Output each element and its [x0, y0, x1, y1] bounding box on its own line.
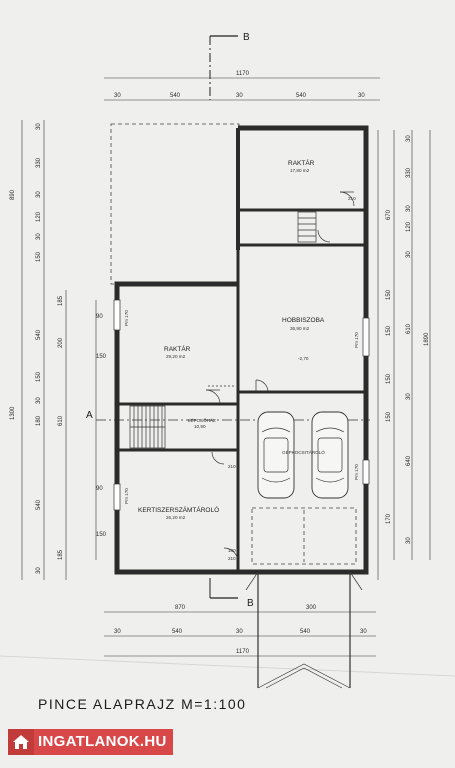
staircase — [129, 405, 166, 449]
dim-left-30d: 30 — [36, 397, 42, 404]
dim-bottom-30a: 30 — [114, 629, 121, 635]
room-gepkocsi: GÉPKOCSITÁROLÓ — [282, 449, 325, 455]
room-raktar-top-area: 17,80 m2 — [290, 168, 310, 173]
room-lepcsohaz-area: 10,90 — [194, 424, 206, 429]
dim-top-540a: 540 — [170, 93, 181, 99]
dim-right-30d: 30 — [406, 393, 412, 400]
dim-left-120: 120 — [36, 211, 42, 222]
dim-left-185b: 185 — [58, 549, 64, 560]
watermark-text: INGATLANOK.HU — [34, 729, 173, 755]
dim-right-150e: 150 — [386, 411, 392, 422]
note-window-pm-d: Pm 170 — [354, 464, 359, 480]
dim-top-540b: 540 — [296, 93, 307, 99]
ramp — [245, 571, 363, 689]
dim-right-150a: 150 — [386, 289, 392, 300]
room-kerti-area: 26,20 m2 — [166, 515, 186, 520]
dim-left-150d: 150 — [96, 532, 107, 538]
room-kerti-name: KERTISZERSZÁMTÁROLÓ — [138, 505, 219, 514]
dim-left-150a: 150 — [36, 251, 42, 262]
dim-left-150c: 150 — [96, 354, 107, 360]
paper-fold — [0, 655, 455, 677]
dim-right-640: 640 — [406, 455, 412, 466]
dim-right-1890: 1890 — [424, 332, 430, 346]
room-raktar-top-name: RAKTÁR — [288, 158, 315, 167]
dim-left-30c: 30 — [36, 233, 42, 240]
section-a: A — [86, 410, 93, 421]
dim-left-150b: 150 — [36, 371, 42, 382]
car-lift-area — [251, 507, 357, 565]
plan-title: PINCE ALAPRAJZ M=1:100 — [38, 696, 247, 712]
dim-left-200: 200 — [58, 337, 64, 348]
room-hobbi: HOBBISZOBA 36,90 m2 -2,70 — [282, 317, 325, 361]
dim-right-170: 170 — [386, 513, 392, 524]
room-hobbi-area: 36,90 m2 — [290, 326, 310, 331]
note-window-pm-c: Pm 170 — [354, 332, 359, 348]
dim-left-30b: 30 — [36, 191, 42, 198]
dim-left-30e: 30 — [36, 567, 42, 574]
dim-right-670: 670 — [386, 209, 392, 220]
dim-left-540b: 540 — [36, 499, 42, 510]
dim-right-330: 330 — [406, 167, 412, 178]
dim-left-90a: 90 — [96, 314, 103, 320]
room-lepcsohaz-name: LÉPCSŐHÁZ — [188, 417, 216, 423]
house-icon — [8, 729, 34, 755]
note-door-100: 100 — [228, 548, 236, 553]
car-right — [311, 411, 349, 499]
room-hobbi-name: HOBBISZOBA — [282, 317, 325, 324]
dim-right-150b: 150 — [386, 325, 392, 336]
small-stair — [297, 211, 317, 243]
dim-top-30a: 30 — [114, 93, 121, 99]
dim-bottom-540b: 540 — [300, 629, 311, 635]
dim-left-330: 330 — [36, 157, 42, 168]
dim-left-90b: 90 — [96, 486, 103, 492]
dim-left-1300: 1300 — [10, 406, 16, 420]
dim-bottom-540a: 540 — [172, 629, 183, 635]
room-raktar-left-name: RAKTÁR — [164, 344, 191, 353]
dim-right-150c: 150 — [386, 373, 392, 384]
room-raktar-left-area: 29,20 m2 — [166, 354, 186, 359]
room-lepcsohaz: LÉPCSŐHÁZ 10,90 — [188, 417, 216, 429]
dim-bottom-870: 870 — [175, 605, 186, 611]
dim-bottom-30b: 30 — [236, 629, 243, 635]
dim-top-30b: 30 — [236, 93, 243, 99]
room-raktar-left: RAKTÁR 29,20 m2 — [164, 344, 191, 359]
windows — [113, 299, 370, 511]
section-b-bottom: B — [247, 598, 254, 609]
dim-left-180: 180 — [36, 415, 42, 426]
room-hobbi-level: -2,70 — [298, 356, 309, 361]
dim-right-610: 610 — [406, 323, 412, 334]
dim-left-890: 890 — [10, 189, 16, 200]
dim-right-120: 120 — [406, 221, 412, 232]
dim-right-30b: 30 — [406, 205, 412, 212]
dim-top-total: 1170 — [236, 71, 250, 77]
note-door-210b: 210 — [228, 464, 236, 469]
dim-bottom-30c: 30 — [360, 629, 367, 635]
note-window-pm-a: Pm 170 — [124, 310, 129, 326]
room-gepkocsi-name: GÉPKOCSITÁROLÓ — [282, 449, 325, 455]
doors — [205, 191, 355, 563]
dim-right-30e: 30 — [406, 537, 412, 544]
note-door-210c: 210 — [348, 196, 356, 201]
dim-left-30a: 30 — [36, 123, 42, 130]
dim-left-610: 610 — [58, 415, 64, 426]
note-door-210: 210 — [228, 556, 236, 561]
section-b-top: B — [243, 32, 250, 43]
watermark-logo: INGATLANOK.HU — [8, 729, 173, 755]
room-kerti: KERTISZERSZÁMTÁROLÓ 26,20 m2 — [138, 505, 219, 520]
dim-right-30a: 30 — [406, 135, 412, 142]
note-window-pm-b: Pm 170 — [124, 488, 129, 504]
room-raktar-top: RAKTÁR 17,80 m2 — [288, 158, 315, 173]
dim-right-30c: 30 — [406, 251, 412, 258]
dim-left-185a: 185 — [58, 295, 64, 306]
dim-bottom-300: 300 — [306, 605, 317, 611]
dim-left-540a: 540 — [36, 329, 42, 340]
dim-top-30c: 30 — [358, 93, 365, 99]
dim-bottom-total: 1170 — [236, 649, 250, 655]
car-left — [257, 411, 295, 499]
